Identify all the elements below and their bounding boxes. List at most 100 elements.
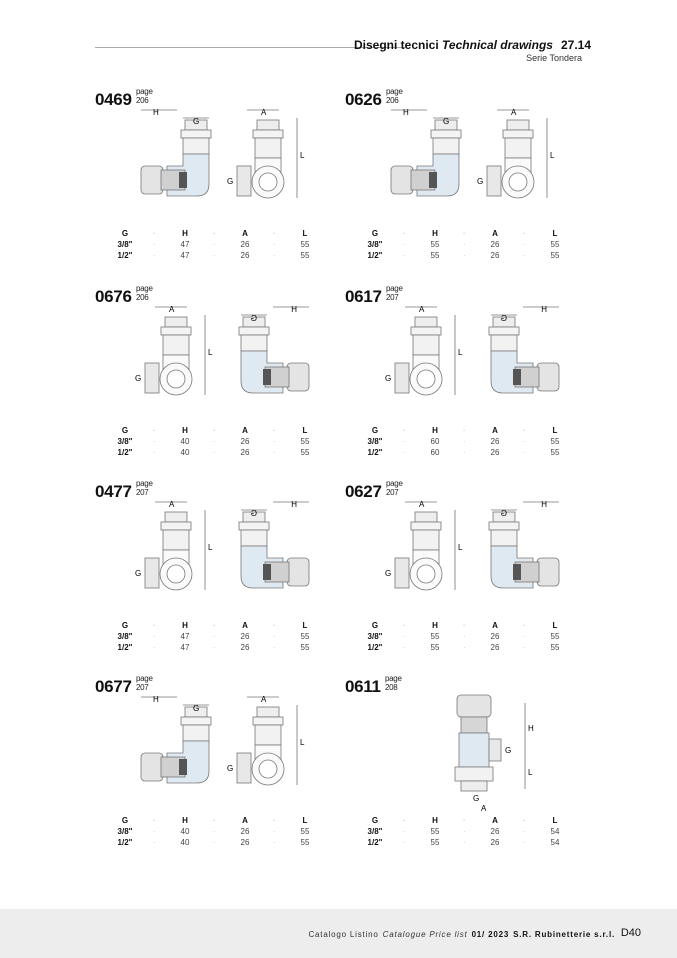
cell-H: 40	[153, 436, 215, 447]
cell-H: 55	[403, 631, 465, 642]
column-header-G: G	[371, 426, 379, 435]
cell-L: 55	[273, 642, 335, 653]
cell-G: 1/2"	[367, 251, 383, 260]
column-header-G: G	[121, 816, 129, 825]
table-row: 3/8"402655	[95, 826, 335, 837]
page-reference[interactable]: page 207	[386, 284, 403, 302]
column-header-H: H	[403, 228, 465, 239]
footer-company: S.R. Rubinetterie s.r.l.	[513, 930, 615, 939]
header-rule	[95, 47, 407, 48]
cell-H: 60	[403, 436, 465, 447]
svg-text:H: H	[291, 305, 297, 314]
cell-A: 26	[213, 642, 275, 653]
table-row: 1/2"402655	[95, 447, 335, 458]
cell-A: 26	[463, 837, 525, 848]
table-row: 3/8"552655	[345, 239, 585, 250]
page-reference[interactable]: page 208	[385, 674, 402, 692]
column-header-A: A	[213, 228, 275, 239]
table-header: GHAL	[95, 620, 335, 631]
page-reference[interactable]: page 207	[136, 479, 153, 497]
cell-A: 26	[463, 447, 525, 458]
cell-G: 1/2"	[367, 643, 383, 652]
product-0627: 0627 page 207 A L G H G GHAL3/8" 552655 1/…	[345, 479, 595, 672]
column-header-G: G	[371, 229, 379, 238]
product-code: 0677 page 207	[95, 674, 153, 697]
svg-text:G: G	[385, 374, 391, 383]
cell-A: 26	[213, 239, 275, 250]
cell-H: 40	[153, 837, 215, 848]
column-header-H: H	[153, 228, 215, 239]
column-header-A: A	[213, 815, 275, 826]
footer-catalog-en: Catalogue Price list	[382, 930, 468, 939]
column-header-L: L	[273, 425, 335, 436]
cell-L: 54	[523, 837, 585, 848]
cell-L: 55	[273, 826, 335, 837]
cell-A: 26	[463, 239, 525, 250]
cell-G: 3/8"	[117, 437, 133, 446]
front-view: A L G	[477, 108, 555, 199]
section-view: H G	[140, 695, 212, 784]
cell-H: 40	[153, 447, 215, 458]
table-row: 1/2"602655	[345, 447, 585, 458]
product-0676: 0676 page 206 A L G H G GHAL3/8"4026551/…	[95, 284, 345, 477]
technical-drawing: A L G H G	[385, 500, 560, 591]
cell-H: 55	[403, 826, 465, 837]
code-text: 0676	[95, 287, 132, 306]
column-header-A: A	[213, 620, 275, 631]
cell-A: 26	[463, 250, 525, 261]
page-reference[interactable]: page 206	[386, 87, 403, 105]
code-text: 0611	[345, 677, 381, 696]
cell-G: 1/2"	[367, 448, 383, 457]
cell-A: 26	[463, 631, 525, 642]
svg-text:G: G	[477, 177, 483, 186]
column-header-A: A	[463, 425, 525, 436]
svg-text:L: L	[458, 348, 463, 357]
cell-L: 55	[273, 631, 335, 642]
table-header: GHAL	[95, 425, 335, 436]
table-row: 3/8"472655	[95, 239, 335, 250]
page-reference[interactable]: page 207	[386, 479, 403, 497]
front-view: A L G	[227, 108, 305, 199]
svg-text:G: G	[227, 764, 233, 773]
cell-G: 3/8"	[367, 632, 383, 641]
column-header-L: L	[273, 815, 335, 826]
cell-A: 26	[463, 826, 525, 837]
code-text: 0469	[95, 90, 132, 109]
column-header-H: H	[153, 815, 215, 826]
svg-text:L: L	[208, 543, 213, 552]
cell-L: 55	[273, 447, 335, 458]
column-header-L: L	[523, 815, 585, 826]
cell-H: 47	[153, 642, 215, 653]
code-text: 0477	[95, 482, 132, 501]
product-code: 0627 page 207	[345, 479, 403, 502]
svg-text:G: G	[227, 177, 233, 186]
column-header-L: L	[273, 228, 335, 239]
column-header-H: H	[403, 620, 465, 631]
cell-A: 26	[213, 631, 275, 642]
cell-A: 26	[213, 250, 275, 261]
front-view: A L G	[135, 500, 213, 591]
cell-L: 55	[523, 631, 585, 642]
cell-L: 55	[523, 642, 585, 653]
svg-text:H: H	[403, 108, 409, 117]
table-header: GHAL	[345, 620, 585, 631]
page-reference[interactable]: page 207	[136, 674, 153, 692]
column-header-G: G	[121, 229, 129, 238]
title-en: Technical drawings	[442, 38, 553, 52]
svg-text:G: G	[193, 704, 199, 713]
product-0677: 0677 page 207 H G A L G GHAL3/8"4026551/…	[95, 674, 345, 867]
column-header-A: A	[213, 425, 275, 436]
dimensions-table: GHAL3/8"4726551/2"472655	[95, 228, 335, 261]
cell-G: 3/8"	[367, 240, 383, 249]
front-view: A L G	[135, 305, 213, 396]
svg-text:A: A	[169, 305, 175, 314]
product-code: 0617 page 207	[345, 284, 403, 307]
cell-H: 55	[403, 250, 465, 261]
product-0611: 0611 page 208 HL GGA GHAL3/8"5526541/2"5…	[345, 674, 595, 867]
page-reference[interactable]: page 206	[136, 284, 153, 302]
page-reference[interactable]: page 206	[136, 87, 153, 105]
technical-drawing: A L G H G	[135, 500, 310, 591]
cell-L: 54	[523, 826, 585, 837]
